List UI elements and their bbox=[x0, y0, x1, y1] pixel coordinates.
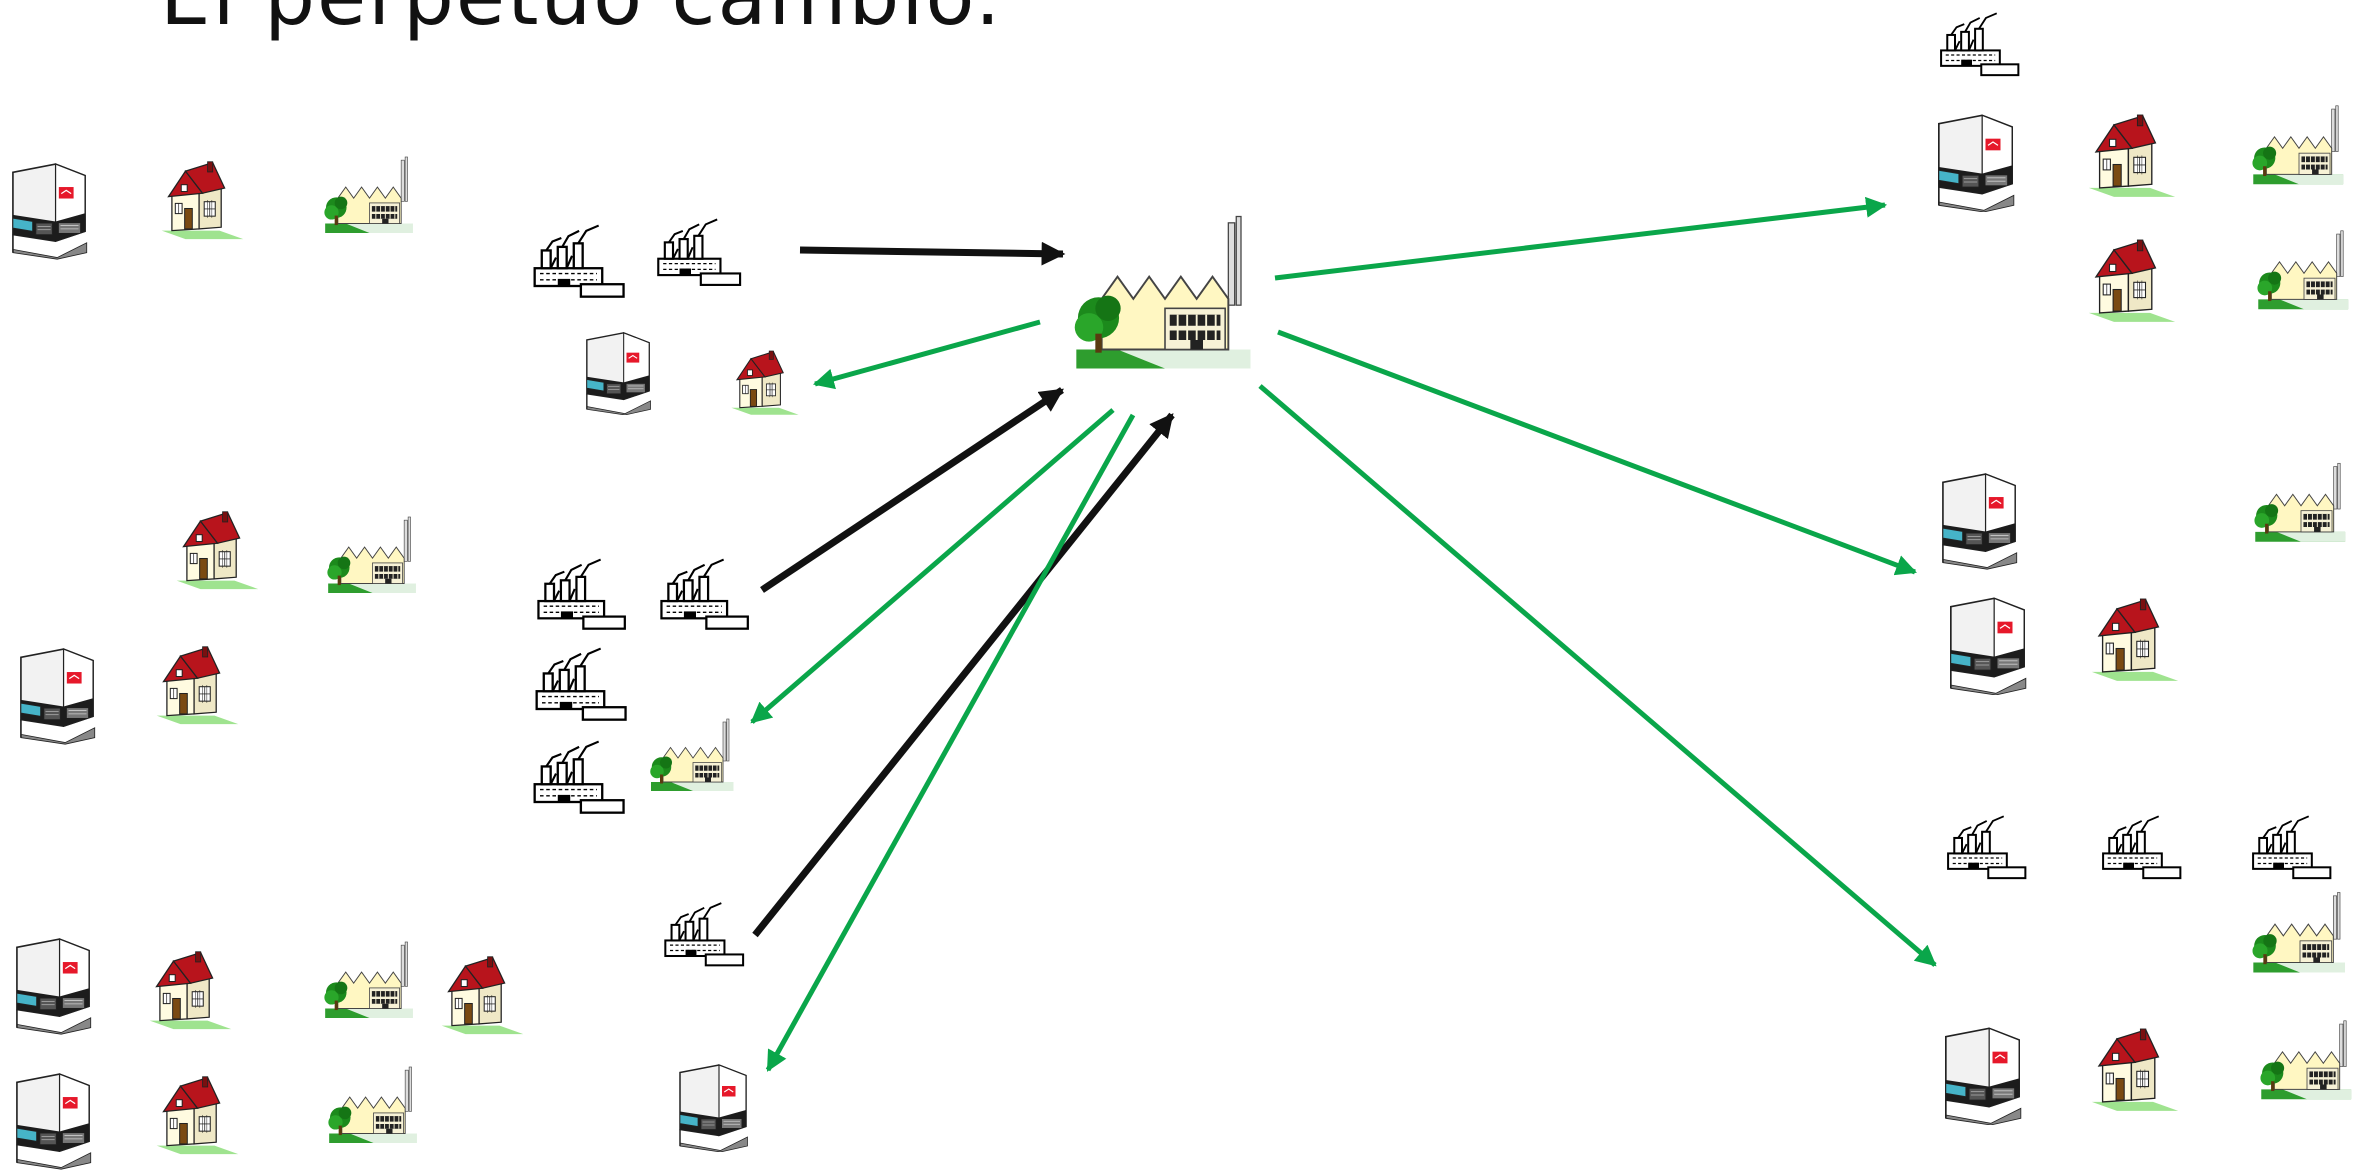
warehouse-icon bbox=[12, 935, 94, 1035]
warehouse-icon bbox=[1945, 595, 2030, 696]
house-icon bbox=[2090, 1022, 2180, 1117]
warehouse-icon bbox=[1938, 470, 2020, 570]
plant-with-tree-icon bbox=[326, 1050, 421, 1160]
warehouse-icon bbox=[673, 1062, 753, 1153]
house-icon bbox=[155, 640, 240, 730]
plant-with-tree-icon bbox=[322, 140, 417, 250]
industrial-factory-icon bbox=[658, 555, 753, 635]
warehouse-icon bbox=[1933, 112, 2018, 213]
industrial-factory-icon bbox=[1945, 808, 2030, 888]
industrial-factory-icon bbox=[655, 900, 755, 970]
house-icon bbox=[155, 1070, 240, 1160]
industrial-factory-icon bbox=[655, 213, 745, 293]
house-icon bbox=[160, 155, 245, 245]
black-arrow bbox=[760, 387, 1064, 593]
green-arrow bbox=[1258, 384, 1937, 967]
industrial-factory-icon bbox=[2100, 808, 2185, 888]
plant-with-tree-icon bbox=[2252, 445, 2350, 560]
green-arrow bbox=[812, 319, 1041, 390]
industrial-factory-icon bbox=[532, 645, 632, 725]
plant-with-tree-icon bbox=[2250, 90, 2348, 200]
plant-with-tree-icon bbox=[2250, 880, 2350, 985]
warehouse-icon bbox=[8, 160, 90, 260]
house-icon bbox=[2087, 108, 2177, 203]
industrial-factory-icon bbox=[1938, 5, 2023, 85]
green-arrow bbox=[765, 413, 1136, 1072]
green-arrow bbox=[1274, 196, 1888, 281]
green-arrow bbox=[750, 408, 1115, 724]
plant-with-tree-icon bbox=[648, 700, 738, 810]
industrial-factory-icon bbox=[2250, 808, 2335, 888]
black-arrow bbox=[752, 412, 1175, 938]
warehouse-icon bbox=[578, 330, 658, 416]
house-icon bbox=[440, 950, 525, 1040]
plant-with-tree-icon bbox=[2255, 215, 2353, 325]
warehouse-icon bbox=[1940, 1025, 2025, 1126]
house-icon bbox=[2087, 233, 2177, 328]
main-plant-icon bbox=[1070, 200, 1260, 385]
plant-with-tree-icon bbox=[325, 500, 420, 610]
warehouse-icon bbox=[16, 645, 98, 745]
plant-with-tree-icon bbox=[322, 925, 417, 1035]
industrial-factory-icon bbox=[530, 738, 630, 818]
industrial-factory-icon bbox=[530, 222, 630, 302]
warehouse-icon bbox=[12, 1070, 94, 1170]
house-icon bbox=[730, 345, 800, 420]
green-arrow bbox=[1277, 329, 1917, 576]
industrial-factory-icon bbox=[535, 555, 630, 635]
slide-title: El perpetuo cambio. bbox=[160, 0, 1002, 43]
house-icon bbox=[175, 505, 260, 595]
plant-with-tree-icon bbox=[2258, 1005, 2356, 1115]
house-icon bbox=[2090, 592, 2180, 687]
house-icon bbox=[148, 945, 233, 1035]
black-arrow bbox=[799, 241, 1066, 266]
